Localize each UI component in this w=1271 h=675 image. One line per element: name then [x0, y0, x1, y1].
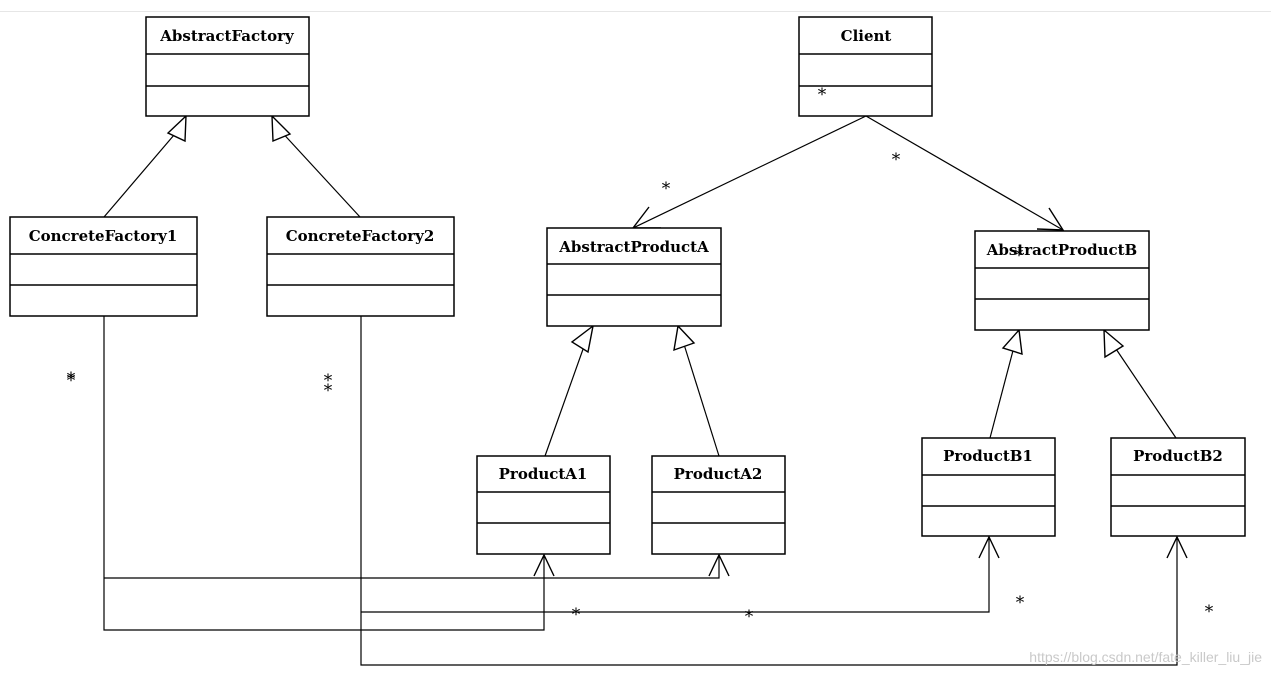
- inherit-arrow-icon: [1001, 328, 1023, 355]
- class-name: AbstractFactory: [159, 27, 295, 45]
- inherit-edge-a2: [681, 337, 720, 457]
- multiplicity-label: *: [818, 85, 827, 105]
- class-concrete-factory-2: ConcreteFactory2: [266, 216, 455, 317]
- class-name: ConcreteFactory2: [286, 227, 435, 245]
- multiplicity-label: *: [892, 150, 901, 170]
- class-name: Client: [841, 27, 892, 45]
- class-name: AbstractProductA: [558, 238, 709, 256]
- class-client: Client: [798, 16, 933, 117]
- multiplicity-label: *: [662, 179, 671, 199]
- class-product-b2: ProductB2: [1110, 437, 1246, 537]
- class-abstract-product-b: AbstractProductB: [974, 230, 1150, 331]
- client-to-abstract-product-a: [632, 115, 867, 229]
- assoc-arrow-icon: [533, 553, 555, 577]
- class-concrete-factory-1: ConcreteFactory1: [9, 216, 198, 317]
- multiplicity-label: *: [745, 607, 754, 627]
- class-abstract-factory: AbstractFactory: [145, 16, 310, 117]
- class-name: ProductA2: [674, 465, 763, 483]
- class-product-a2: ProductA2: [651, 455, 786, 555]
- multiplicity-label: *: [1205, 602, 1214, 622]
- class-product-a1: ProductA1: [476, 455, 611, 555]
- multiplicity-label: *: [1016, 593, 1025, 613]
- inherit-edge-b1: [989, 342, 1016, 439]
- inherit-arrow-icon: [1103, 328, 1125, 359]
- inherit-arrow-icon: [673, 324, 696, 352]
- assoc-arrow-icon: [708, 553, 730, 577]
- client-to-abstract-product-b: [865, 115, 1064, 231]
- assoc-arrow-icon: [1166, 535, 1188, 559]
- assoc-arrow-icon: [978, 535, 1000, 559]
- multiplicity-label: *: [324, 381, 333, 401]
- watermark-text: https://blog.csdn.net/fate_killer_liu_ji…: [1029, 649, 1262, 665]
- multiplicity-label: *: [67, 371, 76, 391]
- class-name: ProductB1: [943, 447, 1033, 465]
- inherit-edge-cf1: [103, 127, 181, 218]
- assoc-arrow-icon: [631, 206, 661, 229]
- cf1-to-product-a2: [104, 555, 720, 579]
- multiplicity-label: *: [572, 605, 581, 625]
- inherit-arrow-icon: [271, 114, 292, 143]
- cf2-to-product-b1: [361, 537, 990, 613]
- multiplicity-label: *: [1015, 246, 1024, 266]
- class-name: ProductA1: [499, 465, 588, 483]
- inherit-edge-cf2: [277, 127, 361, 218]
- page-top-divider: [0, 11, 1271, 12]
- cf2-to-product-b2: [360, 316, 1178, 666]
- class-name: ConcreteFactory1: [29, 227, 178, 245]
- class-product-b1: ProductB1: [921, 437, 1056, 537]
- multiplicity-label: *: [324, 371, 333, 391]
- class-abstract-product-a: AbstractProductA: [546, 227, 722, 327]
- assoc-arrow-icon: [1036, 207, 1065, 231]
- cf1-to-product-a1: [103, 316, 545, 631]
- class-name: ProductB2: [1133, 447, 1223, 465]
- inherit-arrow-icon: [166, 114, 187, 143]
- inherit-edge-a1: [544, 337, 588, 457]
- inherit-arrow-icon: [570, 324, 595, 354]
- class-name: AbstractProductB: [986, 241, 1138, 259]
- inherit-edge-b2: [1111, 342, 1177, 439]
- multiplicity-label: *: [67, 369, 76, 389]
